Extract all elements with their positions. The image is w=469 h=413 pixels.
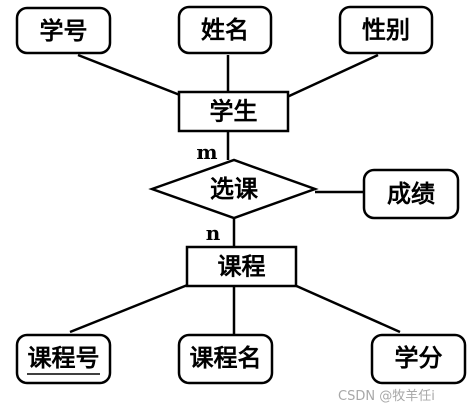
attribute-credit: 学分 (370, 333, 467, 385)
attribute-gender: 性别 (338, 5, 434, 55)
cardinality-course: n (206, 221, 221, 245)
attribute-course-name-label: 课程名 (190, 344, 262, 372)
attribute-course-no-label: 课程号 (28, 344, 100, 372)
entity-student: 学生 (177, 90, 290, 133)
relationship-enroll: 选课 (148, 158, 319, 220)
entity-course: 课程 (185, 245, 298, 288)
edge-course-no (69, 282, 191, 334)
attribute-student-name: 姓名 (177, 5, 273, 55)
edge-credit (291, 282, 401, 334)
attribute-credit-label: 学分 (395, 344, 443, 372)
attribute-course-name: 课程名 (177, 333, 274, 385)
watermark: CSDN @牧羊任i (338, 388, 435, 404)
entity-student-label: 学生 (210, 98, 258, 126)
attribute-student-name-label: 姓名 (201, 16, 249, 44)
cardinality-student: m (196, 140, 217, 164)
attribute-gender-label: 性别 (362, 16, 410, 44)
entity-course-label: 课程 (218, 253, 266, 281)
relationship-enroll-label: 选课 (210, 175, 259, 203)
attribute-student-no-label: 学号 (40, 17, 88, 45)
attribute-course-no: 课程号 (15, 333, 112, 385)
edge-student-no (77, 53, 186, 99)
edge-gender (286, 53, 379, 99)
attribute-grade: 成绩 (362, 168, 460, 220)
attribute-grade-label: 成绩 (387, 180, 435, 208)
attribute-student-no: 学号 (15, 6, 112, 55)
